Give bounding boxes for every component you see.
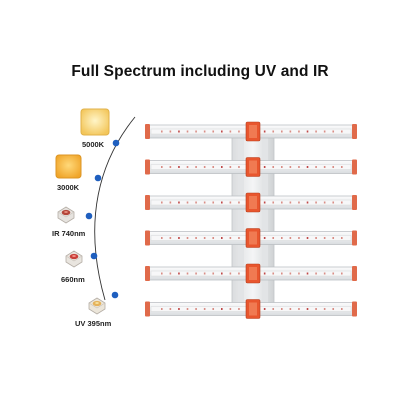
spectrum-label-ir-740nm: IR 740nm [52, 229, 86, 238]
light-bar [145, 228, 357, 248]
light-bar [145, 157, 357, 177]
spectrum-label-5000k: 5000K [82, 140, 105, 149]
light-bar [145, 263, 357, 284]
uv-led-icon [88, 297, 106, 315]
red-led-icon [65, 250, 83, 268]
spectrum-label-3000k: 3000K [57, 183, 80, 192]
spectrum-label-uv-395nm: UV 395nm [75, 319, 112, 328]
light-bar [145, 121, 357, 142]
amber-led-icon [55, 154, 82, 179]
page-title: Full Spectrum including UV and IR [71, 63, 329, 80]
light-bar [145, 299, 357, 319]
light-bar [145, 192, 357, 213]
warm-white-led-icon [80, 108, 110, 136]
ir-led-icon [57, 206, 75, 224]
spectrum-label-660nm: 660nm [61, 275, 85, 284]
